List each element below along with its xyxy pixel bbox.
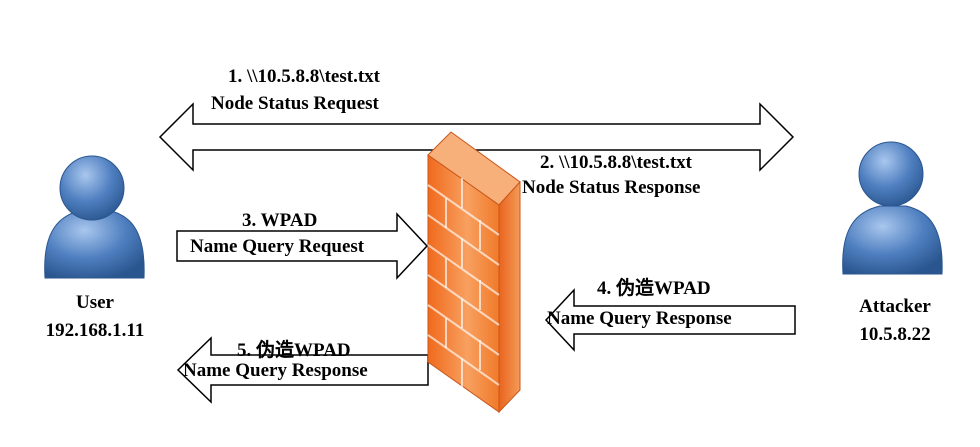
user-name: User xyxy=(76,292,114,313)
step4-line1: 4. 伪造WPAD xyxy=(597,278,711,299)
step1-line2: Node Status Request xyxy=(211,93,379,114)
step3-line1: 3. WPAD xyxy=(242,210,318,231)
user-icon xyxy=(44,155,145,279)
attacker-ip: 10.5.8.22 xyxy=(859,324,931,345)
wpad-request-arrow xyxy=(176,212,429,280)
step2-line1: 2. \\10.5.8.8\test.txt xyxy=(540,152,692,173)
step4-line2: Name Query Response xyxy=(547,308,732,329)
fake-wpad-response-arrow-attacker xyxy=(544,288,796,352)
fake-wpad-response-arrow-user xyxy=(176,336,429,404)
attacker-icon xyxy=(842,141,943,275)
user-ip: 192.168.1.11 xyxy=(45,320,145,341)
step1-line1: 1. \\10.5.8.8\test.txt xyxy=(228,66,380,87)
step5-line2: Name Query Response xyxy=(183,360,368,381)
firewall-icon xyxy=(427,131,521,414)
attacker-name: Attacker xyxy=(859,296,931,317)
step2-line2: Node Status Response xyxy=(522,177,701,198)
node-status-double-arrow xyxy=(158,102,795,172)
step5-line1: 5. 伪造WPAD xyxy=(237,340,351,361)
step3-line2: Name Query Request xyxy=(190,236,365,257)
